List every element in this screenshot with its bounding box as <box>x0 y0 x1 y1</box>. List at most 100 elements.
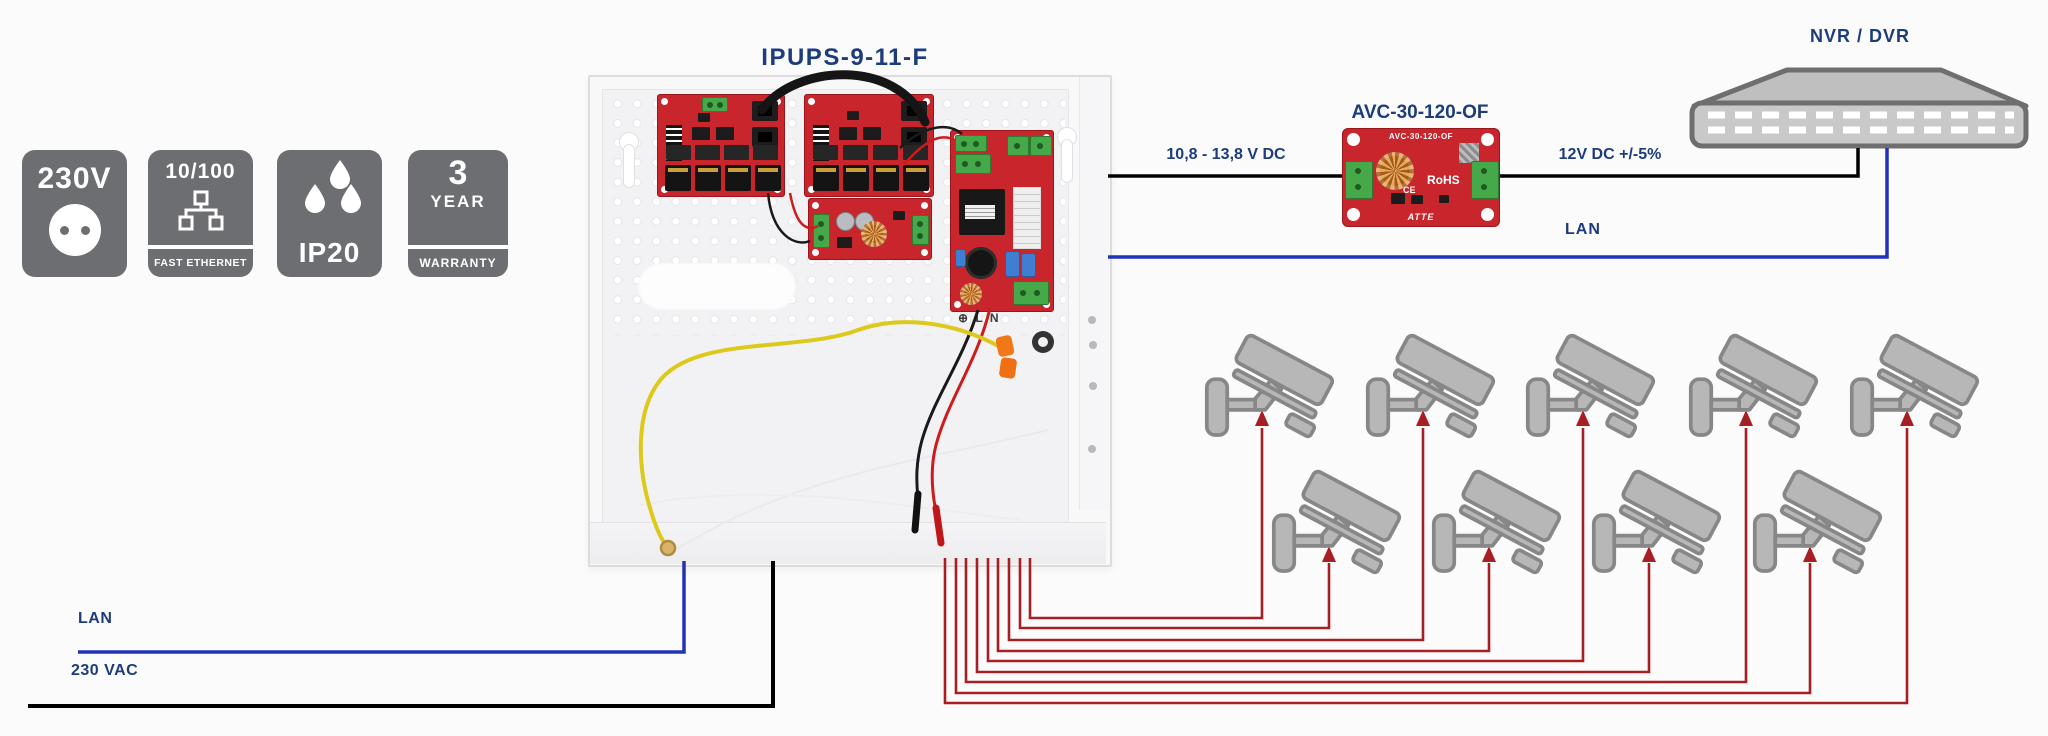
terminal-block <box>813 214 830 248</box>
arrow-up-icon <box>1416 410 1430 426</box>
wire-connector <box>999 357 1017 379</box>
arrow-up-icon <box>1803 546 1817 562</box>
enclosure-right-wall <box>1079 77 1109 510</box>
camera-feed-line-8 <box>954 558 1812 695</box>
arrow-up-icon <box>1322 546 1336 562</box>
camera-feed-arrowheads <box>1255 410 1914 562</box>
dc-range-label: 10,8 - 13,8 V DC <box>1166 146 1286 163</box>
inductor-coil <box>1376 152 1414 190</box>
cctv-camera-icon <box>1365 331 1502 440</box>
cctv-camera-icon <box>1752 467 1889 576</box>
cctv-camera-icon <box>1591 467 1728 576</box>
warranty-years: 3 <box>448 154 468 192</box>
patch-cable <box>757 70 930 127</box>
black-lead-connector <box>911 490 922 534</box>
relay <box>1007 136 1029 156</box>
camera-feed-line-6 <box>975 558 1651 674</box>
qr-code <box>1459 143 1479 163</box>
arrow-up-icon <box>1642 546 1656 562</box>
red-wire <box>788 192 819 230</box>
wall-screw <box>1089 341 1097 349</box>
terminal-block <box>1345 161 1373 199</box>
cctv-camera-icon <box>1271 467 1408 576</box>
dc-converter-board <box>808 198 932 260</box>
terminal-block <box>912 215 929 245</box>
terminal-block <box>955 154 991 174</box>
mains-line <box>28 561 775 708</box>
badge-230v: 230V <box>22 150 127 277</box>
avc-board-print: AVC-30-120-OF <box>1388 132 1454 141</box>
capacitor <box>836 212 855 231</box>
avc-module: AVC-30-120-OF RoHS CE ATTE <box>1342 128 1500 227</box>
enclosure-bottom-wall <box>590 522 1106 564</box>
arrow-up-icon <box>1900 410 1914 426</box>
badge-warranty: 3 YEAR WARRANTY <box>408 150 508 277</box>
rj45-port <box>843 165 869 191</box>
power-socket-icon <box>48 204 101 256</box>
dc-output-label: 12V DC +/-5% <box>1558 146 1662 163</box>
cctv-camera-icon <box>1204 331 1341 440</box>
terminal-block <box>955 135 987 152</box>
wall-screw <box>1088 445 1096 453</box>
camera-feed-line-2 <box>1018 558 1331 630</box>
capacitor <box>1021 253 1036 277</box>
badge-ip20: IP20 <box>277 150 382 277</box>
dc-line-avc-nvr <box>1496 148 1860 178</box>
camera-feed-line-9 <box>943 428 1909 705</box>
badge-ethernet-speed: 10/100 <box>165 160 236 183</box>
badge-ip20-label: IP20 <box>298 237 361 268</box>
rj45-port <box>725 165 751 191</box>
loose-wire <box>639 493 1021 521</box>
grommet <box>1038 337 1048 347</box>
arrow-up-icon <box>1576 410 1590 426</box>
black-wire <box>899 125 963 149</box>
ce-mark: CE <box>1403 185 1416 195</box>
red-wire <box>902 136 956 166</box>
black-wire <box>766 192 811 244</box>
capacitor <box>1005 251 1020 277</box>
camera-feed-line-3 <box>1007 428 1425 642</box>
arrow-up-icon <box>1739 410 1753 426</box>
cctv-camera-icon <box>1849 331 1986 440</box>
rohs-mark: RoHS <box>1427 173 1460 187</box>
wall-screw <box>1089 382 1097 390</box>
wall-screw <box>1088 316 1096 324</box>
cable-slot <box>638 263 796 310</box>
red-lead-connector <box>932 504 945 547</box>
camera-feed-lines <box>943 428 1909 705</box>
rj45-port <box>665 165 691 191</box>
rj45-port <box>873 165 899 191</box>
product-sticker <box>1013 187 1041 249</box>
lan-line-left <box>78 561 686 654</box>
wire-connector <box>995 335 1015 357</box>
camera-feed-line-4 <box>996 558 1491 653</box>
rj45-port <box>903 165 929 191</box>
cctv-camera-icon <box>1525 331 1662 440</box>
rj45-port <box>813 165 839 191</box>
lan-line-right <box>1108 148 1889 259</box>
water-drops-icon <box>304 160 361 213</box>
camera-feed-line-5 <box>986 428 1585 663</box>
nvr-title: NVR / DVR <box>1809 26 1910 46</box>
cctv-camera-icon <box>1431 467 1568 576</box>
inductor-coil <box>960 283 982 305</box>
badge-ethernet-caption: FAST ETHERNET <box>148 245 253 277</box>
inductor-coil <box>861 221 887 247</box>
terminal-block <box>702 97 728 112</box>
mounting-keyhole-left <box>618 132 639 190</box>
badge-fast-ethernet: 10/100 FAST ETHERNET <box>148 150 253 277</box>
avc-title: AVC-30-120-OF <box>1351 102 1489 123</box>
ring-terminal <box>659 539 677 557</box>
loose-wire <box>671 429 1049 553</box>
mains-label: 230 VAC <box>71 662 139 679</box>
camera-feed-line-1 <box>1028 428 1264 620</box>
lan-label-right: LAN <box>1565 221 1601 238</box>
arrow-up-icon <box>1255 410 1269 426</box>
capacitor <box>965 247 997 279</box>
relay <box>1030 136 1052 156</box>
poe-switch-board-1 <box>657 94 785 197</box>
rj45-port <box>755 165 781 191</box>
terminal-block <box>1013 281 1049 305</box>
camera-feed-line-7 <box>964 428 1748 684</box>
arrow-up-icon <box>1482 546 1496 562</box>
